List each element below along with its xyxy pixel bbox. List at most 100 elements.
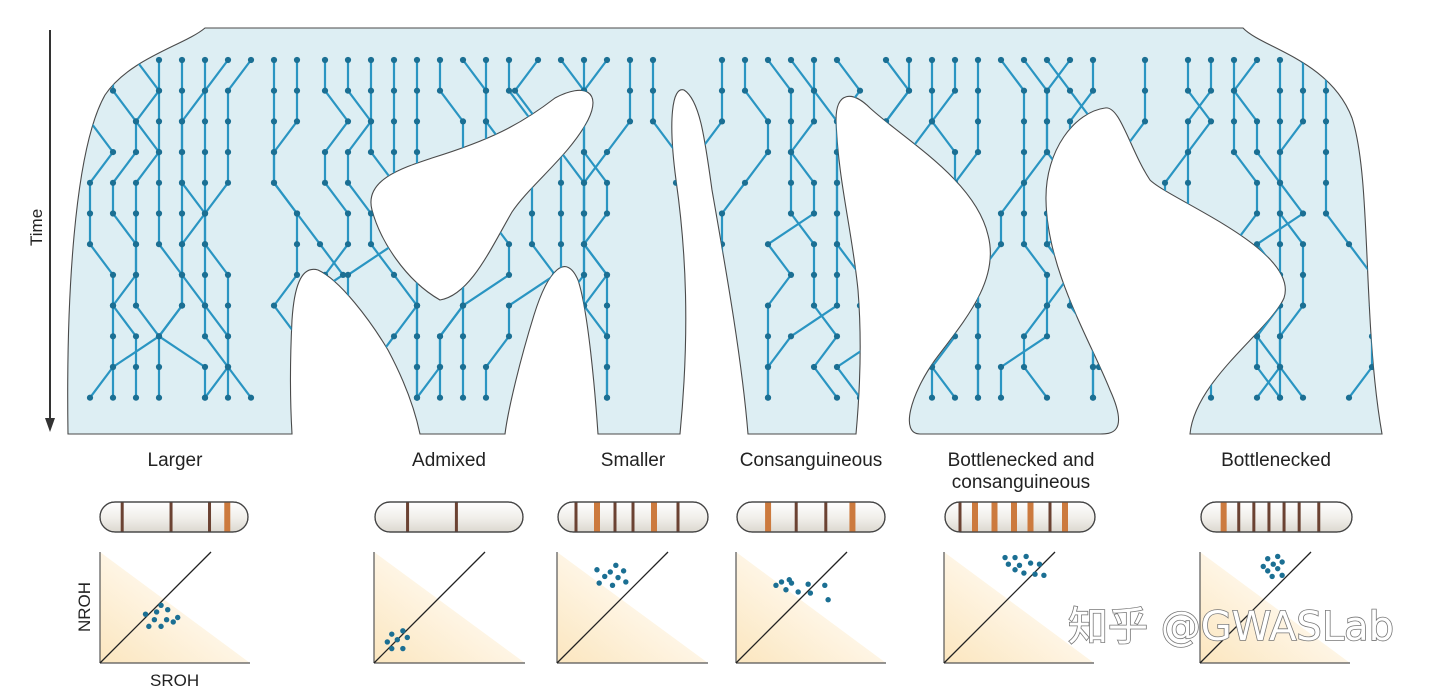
lineage-node <box>367 87 375 94</box>
lineage-node <box>718 87 726 94</box>
lineage-node <box>695 333 703 340</box>
lineage-node <box>224 56 232 64</box>
lineage-edge <box>743 89 770 123</box>
lineage-node <box>882 333 890 340</box>
lineage-node <box>132 56 140 64</box>
lineage-node <box>413 87 421 94</box>
lineage-node <box>321 87 329 94</box>
lineage-node <box>505 149 513 156</box>
lineage-node <box>856 87 864 94</box>
diagonal-line <box>943 551 1056 664</box>
lineage-node <box>178 302 186 309</box>
lineage-edge <box>930 335 957 369</box>
lineage-node <box>390 394 398 401</box>
lineage-edge <box>536 365 563 399</box>
lineage-edge <box>346 89 373 123</box>
lineage-node <box>528 118 536 125</box>
lineage-node <box>201 333 209 340</box>
lineage-edge <box>226 58 253 92</box>
lineage-node <box>293 394 301 401</box>
lineage-node <box>1299 118 1307 125</box>
lineage-node <box>1089 87 1097 94</box>
lineage-node <box>928 271 936 278</box>
lineage-edge <box>111 273 138 307</box>
lineage-node <box>109 271 117 278</box>
roh-point <box>773 582 779 588</box>
roh-point <box>151 617 158 623</box>
lineage-node <box>436 333 444 340</box>
lineage-edge <box>697 273 724 307</box>
lineage-node <box>534 118 542 125</box>
lineage-node <box>833 302 841 309</box>
lineage-node <box>905 87 913 94</box>
lineage-node <box>86 210 94 217</box>
lineage-node <box>580 118 588 125</box>
lineage-node <box>1066 56 1074 64</box>
lineage-node <box>695 302 703 309</box>
lineage-node <box>201 149 209 156</box>
lineage-edge <box>88 151 115 184</box>
lineage-node <box>1020 363 1028 371</box>
lineage-node <box>1253 333 1261 340</box>
lineage-node <box>1020 149 1028 156</box>
lineage-node <box>787 56 795 64</box>
lineage-node <box>316 241 324 248</box>
lineage-node <box>603 56 611 64</box>
lineage-node <box>951 302 959 309</box>
lineage-node <box>1299 302 1307 309</box>
roh-point <box>825 597 831 603</box>
lineage-node <box>882 56 890 64</box>
lineage-node <box>951 56 959 64</box>
lineage-node <box>833 241 841 248</box>
lineage-node <box>928 271 936 278</box>
lineage-edge <box>884 181 911 215</box>
lineage-node <box>1118 333 1126 340</box>
lineage-node <box>928 118 936 125</box>
lineage-node <box>928 56 936 64</box>
lineage-node <box>178 149 186 156</box>
roh-point <box>1002 554 1008 561</box>
lineage-node <box>695 394 703 401</box>
lineage-node <box>224 394 232 401</box>
panel-1: Larger <box>99 450 250 664</box>
lineage-node <box>1020 241 1028 248</box>
lineage-node <box>293 118 301 125</box>
roh-point <box>1269 573 1275 580</box>
lineage-node <box>1207 118 1215 125</box>
lineage-node <box>1230 241 1238 248</box>
lineage-node <box>321 179 329 186</box>
lineage-node <box>1066 271 1074 278</box>
lineage-node <box>132 363 140 371</box>
lineage-node <box>695 394 703 401</box>
lineage-node <box>201 241 209 248</box>
lineage-edge <box>295 212 322 246</box>
roh-point <box>783 587 789 593</box>
lineage-node <box>293 241 301 248</box>
lineage-edge <box>323 89 350 123</box>
lineage-node <box>1253 149 1261 156</box>
lineage-node <box>882 394 890 401</box>
lineage-node <box>155 149 163 156</box>
roh-band-short <box>1237 502 1241 532</box>
diagonal-line <box>99 551 212 664</box>
lineage-node <box>974 56 982 64</box>
roh-point <box>1265 568 1271 574</box>
roh-point <box>822 582 828 588</box>
lineage-node <box>1276 179 1284 186</box>
lineage-node <box>86 179 94 186</box>
lineage-node <box>109 394 117 401</box>
lineage-edge <box>323 365 350 399</box>
lineage-node <box>293 210 301 217</box>
lineage-node <box>367 118 375 125</box>
lineage-node <box>1066 149 1074 156</box>
lineage-edge <box>461 273 511 307</box>
lineage-node <box>293 363 301 371</box>
lineage-node <box>270 302 278 309</box>
roh-band-short <box>454 502 458 532</box>
roh-band-long <box>1011 502 1017 532</box>
lineage-edge <box>180 273 207 307</box>
roh-plot-background <box>100 552 250 663</box>
lineage-node <box>557 363 565 371</box>
roh-point <box>1279 572 1285 579</box>
